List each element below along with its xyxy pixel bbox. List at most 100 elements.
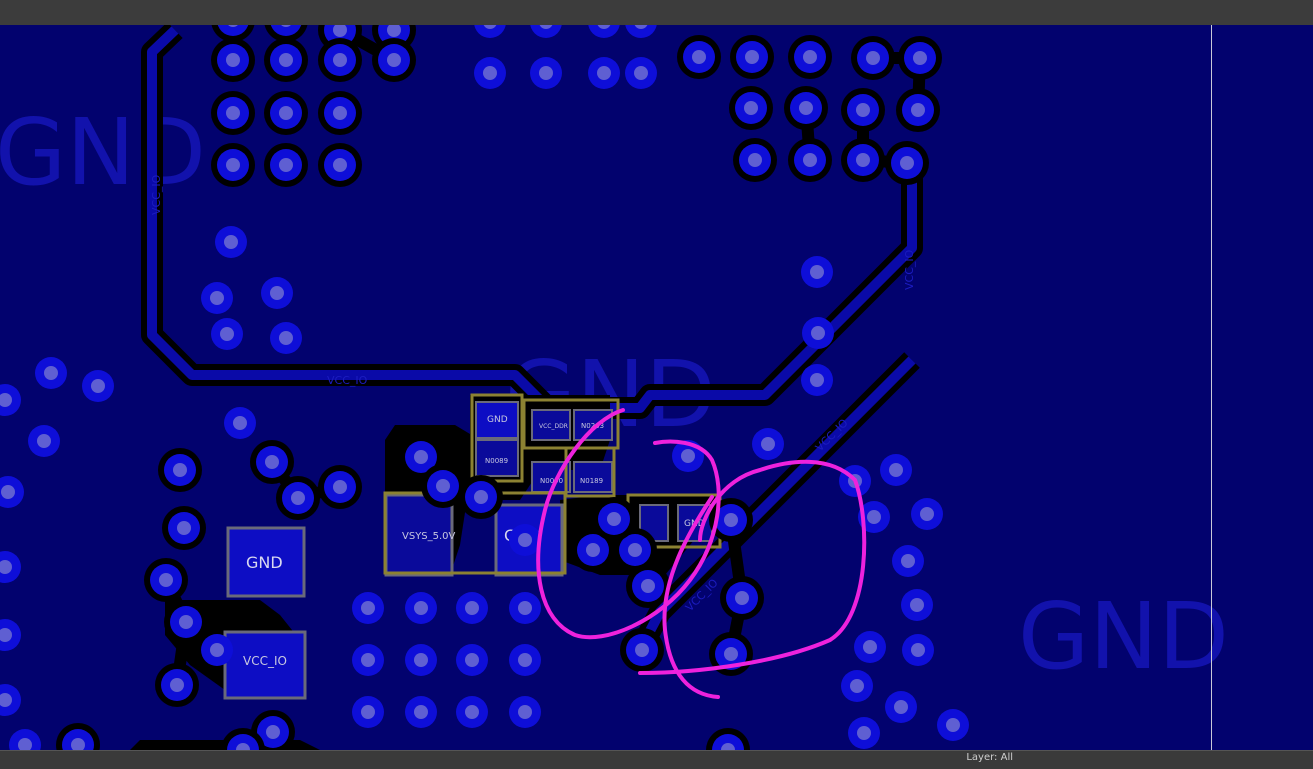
- via-87[interactable]: [902, 634, 934, 666]
- via-38[interactable]: [211, 318, 243, 350]
- via-7[interactable]: [372, 38, 416, 82]
- via-55[interactable]: [162, 506, 206, 550]
- via-18[interactable]: [474, 57, 506, 89]
- via-72[interactable]: [626, 564, 670, 608]
- via-91[interactable]: [937, 709, 969, 741]
- via-40[interactable]: [801, 256, 833, 288]
- via-99[interactable]: [509, 644, 541, 676]
- via-88[interactable]: [841, 670, 873, 702]
- via-71[interactable]: [592, 497, 636, 541]
- via-41[interactable]: [802, 317, 834, 349]
- via-53[interactable]: [56, 723, 100, 750]
- via-67[interactable]: [459, 475, 503, 519]
- via-54[interactable]: [158, 448, 202, 492]
- via-0[interactable]: [211, 25, 255, 42]
- via-84[interactable]: [892, 545, 924, 577]
- via-69[interactable]: [571, 528, 615, 572]
- via-25[interactable]: [851, 36, 895, 80]
- via-68[interactable]: [509, 524, 541, 556]
- via-10[interactable]: [318, 91, 362, 135]
- via-4[interactable]: [211, 38, 255, 82]
- via-28[interactable]: [784, 86, 828, 130]
- via-29[interactable]: [841, 88, 885, 132]
- pad-label-gnd-small: GND: [487, 415, 508, 425]
- pcb-canvas[interactable]: GND GND GND VCC_IO VCC_IO VCC_IO VCC_IO …: [0, 25, 1313, 750]
- via-33[interactable]: [841, 138, 885, 182]
- via-46[interactable]: [28, 425, 60, 457]
- via-34[interactable]: [885, 141, 929, 185]
- via-95[interactable]: [509, 592, 541, 624]
- via-79[interactable]: [752, 428, 784, 460]
- via-1[interactable]: [264, 25, 308, 42]
- via-103[interactable]: [509, 696, 541, 728]
- via-26[interactable]: [898, 36, 942, 80]
- via-39[interactable]: [270, 322, 302, 354]
- via-21[interactable]: [625, 57, 657, 89]
- via-16[interactable]: [588, 25, 620, 38]
- via-20[interactable]: [588, 57, 620, 89]
- via-14[interactable]: [474, 25, 506, 38]
- via-group[interactable]: [0, 25, 969, 750]
- via-89[interactable]: [885, 691, 917, 723]
- via-100[interactable]: [352, 696, 384, 728]
- via-97[interactable]: [405, 644, 437, 676]
- via-70[interactable]: [613, 528, 657, 572]
- via-66[interactable]: [421, 464, 465, 508]
- via-42[interactable]: [801, 364, 833, 396]
- via-56[interactable]: [144, 558, 188, 602]
- via-43[interactable]: [0, 384, 21, 416]
- via-13[interactable]: [318, 143, 362, 187]
- via-5[interactable]: [264, 38, 308, 82]
- via-92[interactable]: [352, 592, 384, 624]
- via-57[interactable]: [164, 600, 208, 644]
- via-23[interactable]: [730, 35, 774, 79]
- via-44[interactable]: [35, 357, 67, 389]
- via-61[interactable]: [276, 476, 320, 520]
- via-59[interactable]: [155, 663, 199, 707]
- via-96[interactable]: [352, 644, 384, 676]
- via-98[interactable]: [456, 644, 488, 676]
- via-19[interactable]: [530, 57, 562, 89]
- via-8[interactable]: [211, 91, 255, 135]
- via-52[interactable]: [9, 729, 41, 750]
- via-30[interactable]: [896, 88, 940, 132]
- via-45[interactable]: [82, 370, 114, 402]
- via-93[interactable]: [405, 592, 437, 624]
- via-48[interactable]: [0, 476, 24, 508]
- via-94[interactable]: [456, 592, 488, 624]
- via-102[interactable]: [456, 696, 488, 728]
- via-83[interactable]: [911, 498, 943, 530]
- via-50[interactable]: [0, 619, 21, 651]
- via-73[interactable]: [620, 628, 664, 672]
- via-22[interactable]: [677, 35, 721, 79]
- via-47[interactable]: [224, 407, 256, 439]
- via-27[interactable]: [729, 86, 773, 130]
- via-49[interactable]: [0, 551, 21, 583]
- via-64[interactable]: [221, 728, 265, 750]
- via-75[interactable]: [720, 576, 764, 620]
- via-31[interactable]: [733, 138, 777, 182]
- via-35[interactable]: [215, 226, 247, 258]
- via-58[interactable]: [201, 634, 233, 666]
- via-51[interactable]: [0, 684, 21, 716]
- via-82[interactable]: [858, 501, 890, 533]
- component-pads[interactable]: [223, 401, 713, 700]
- via-101[interactable]: [405, 696, 437, 728]
- via-15[interactable]: [530, 25, 562, 38]
- via-6[interactable]: [318, 38, 362, 82]
- via-85[interactable]: [901, 589, 933, 621]
- via-24[interactable]: [788, 35, 832, 79]
- via-62[interactable]: [318, 465, 362, 509]
- via-77[interactable]: [706, 728, 750, 750]
- via-32[interactable]: [788, 138, 832, 182]
- via-60[interactable]: [250, 440, 294, 484]
- via-80[interactable]: [880, 454, 912, 486]
- via-90[interactable]: [848, 717, 880, 749]
- via-37[interactable]: [261, 277, 293, 309]
- via-86[interactable]: [854, 631, 886, 663]
- via-17[interactable]: [625, 25, 657, 38]
- via-11[interactable]: [211, 143, 255, 187]
- via-9[interactable]: [264, 91, 308, 135]
- via-12[interactable]: [264, 143, 308, 187]
- via-36[interactable]: [201, 282, 233, 314]
